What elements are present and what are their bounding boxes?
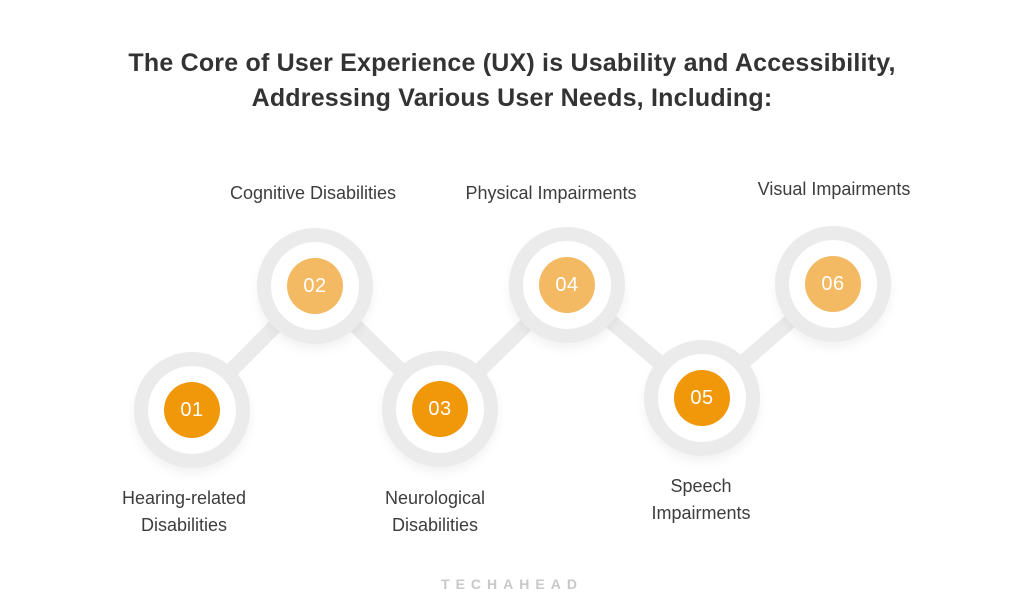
node-02-number: 02 (303, 274, 327, 297)
node-label-speech-impairments: Speech Impairments (651, 473, 750, 527)
node-06-badge: 06 (805, 256, 861, 312)
node-04-number: 04 (555, 273, 579, 296)
node-label-visual-impairments: Visual Impairments (758, 176, 911, 203)
label-line: Impairments (651, 503, 751, 523)
node-05: 05 (644, 340, 760, 456)
page-title-line-2: Addressing Various User Needs, Including… (251, 84, 773, 112)
node-label-neurological-disabilities: Neurological Disabilities (385, 485, 485, 539)
node-label-cognitive-disabilities: Cognitive Disabilities (230, 180, 396, 207)
label-line: Hearing-related (121, 488, 247, 508)
label-line: Speech (670, 476, 732, 496)
node-06: 06 (775, 226, 891, 342)
node-01: 01 (134, 352, 250, 468)
node-01-badge: 01 (164, 382, 220, 438)
node-03-number: 03 (428, 397, 452, 420)
label-line: Disabilities (391, 515, 479, 535)
page-title-line-1: The Core of User Experience (UX) is Usab… (128, 49, 896, 77)
node-03-badge: 03 (412, 381, 468, 437)
node-label-hearing-related-disabilities: Hearing-related Disabilities (122, 485, 246, 539)
node-05-badge: 05 (674, 370, 730, 426)
label-line: Physical Impairments (465, 183, 637, 203)
node-02-badge: 02 (287, 258, 343, 314)
label-line: Neurological (384, 488, 486, 508)
techahead-logo: TECHAHEAD (441, 576, 583, 592)
node-03: 03 (382, 351, 498, 467)
label-line: Disabilities (140, 515, 228, 535)
page-title: The Core of User Experience (UX) is Usab… (0, 46, 1024, 116)
label-line: Visual Impairments (757, 179, 911, 199)
node-04: 04 (509, 227, 625, 343)
label-line: Cognitive Disabilities (229, 183, 397, 203)
node-01-number: 01 (180, 398, 204, 421)
node-06-number: 06 (821, 272, 845, 295)
node-04-badge: 04 (539, 257, 595, 313)
node-label-physical-impairments: Physical Impairments (465, 180, 636, 207)
node-05-number: 05 (690, 386, 714, 409)
node-02: 02 (257, 228, 373, 344)
